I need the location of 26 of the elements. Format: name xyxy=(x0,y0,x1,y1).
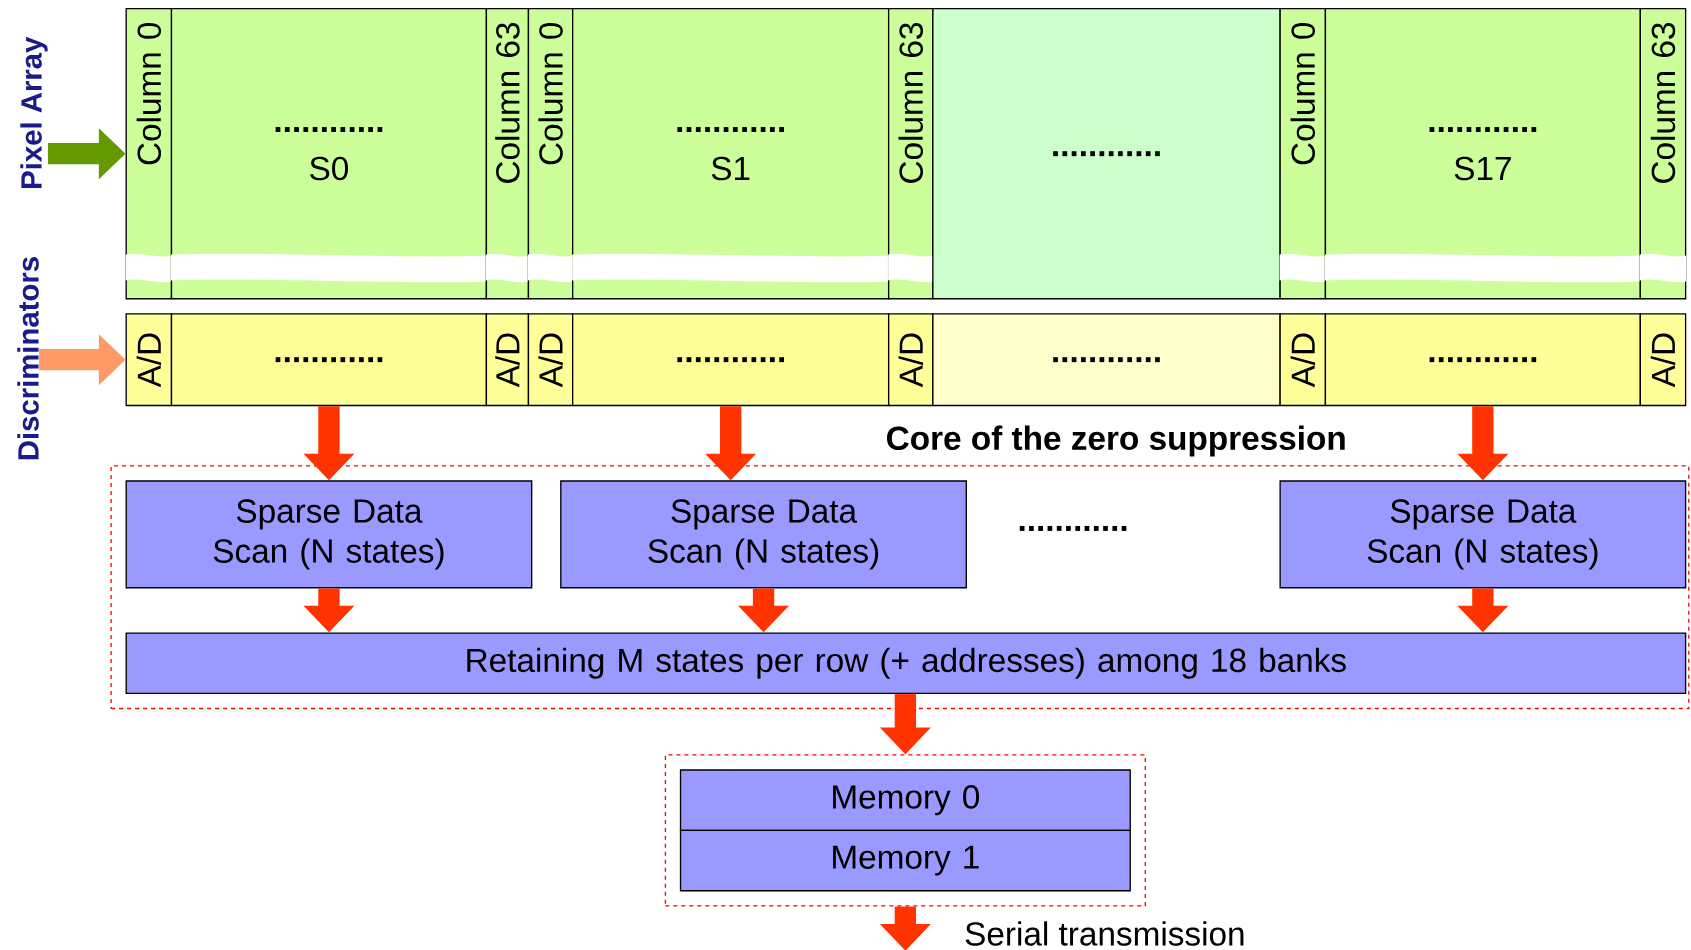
converter-cell: A/D xyxy=(1279,313,1327,407)
column-cell: Column 63 xyxy=(1639,7,1687,300)
column-cell: Column 0 xyxy=(527,7,574,300)
column-cell: Column 0 xyxy=(125,7,173,300)
side-label: Discriminators xyxy=(17,257,39,460)
discriminator-block: ............ xyxy=(932,313,1281,407)
column-cell: Column 0 xyxy=(1279,7,1327,300)
pixel-block: ............ xyxy=(932,7,1281,300)
process-box: Sparse Data Scan (N states) xyxy=(1279,480,1687,589)
process-box: Memory 1 xyxy=(679,829,1131,892)
process-box: Sparse Data Scan (N states) xyxy=(560,480,967,589)
group-title: Core of the zero suppression xyxy=(887,425,1345,457)
converter-cell: A/D xyxy=(125,313,173,407)
process-box: Sparse Data Scan (N states) xyxy=(125,480,533,589)
converter-cell: A/D xyxy=(527,313,574,407)
column-cell: Column 63 xyxy=(888,7,934,300)
process-box: Retaining M states per row (+ addresses) among 18 banks xyxy=(125,632,1687,695)
process-box: Memory 0 xyxy=(679,769,1131,831)
side-label: Pixel Array xyxy=(20,36,48,188)
converter-cell: A/D xyxy=(1639,313,1687,407)
converter-cell: A/D xyxy=(485,313,530,407)
converter-cell: A/D xyxy=(888,313,934,407)
ellipsis-text: ............ xyxy=(1019,525,1127,531)
dashed-group-box xyxy=(664,754,1146,907)
column-cell: Column 63 xyxy=(485,7,530,300)
edge-label: Serial transmission xyxy=(962,919,1247,948)
